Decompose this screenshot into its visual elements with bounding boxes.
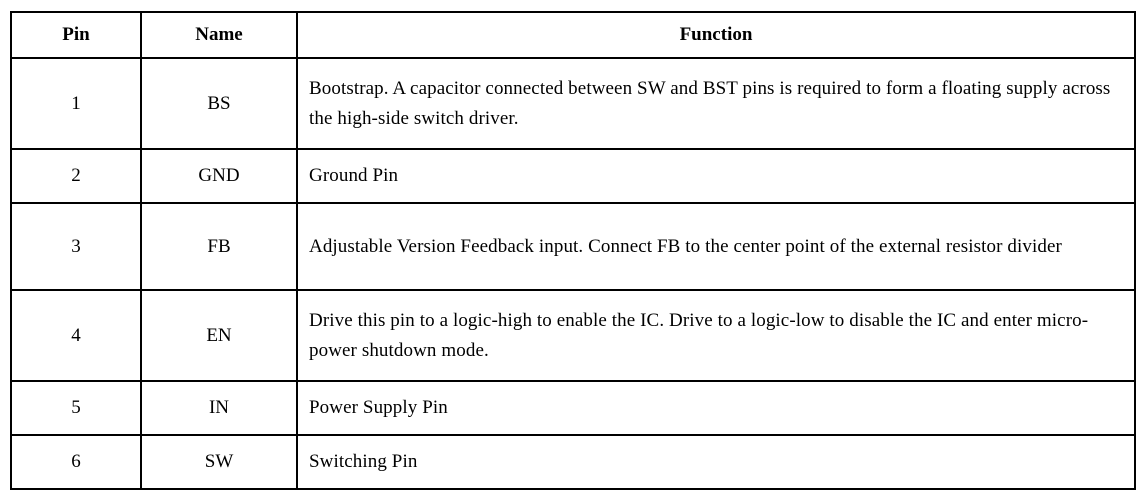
cell-function: Drive this pin to a logic-high to enable… [296,289,1136,382]
cell-function: Switching Pin [296,434,1136,490]
table-body: 1 BS Bootstrap. A capacitor connected be… [10,57,1136,490]
cell-name: EN [140,289,298,382]
cell-function: Bootstrap. A capacitor connected between… [296,57,1136,150]
cell-name: IN [140,380,298,436]
table-row: 1 BS Bootstrap. A capacitor connected be… [10,57,1136,150]
cell-name: GND [140,148,298,204]
column-header-function: Function [296,11,1136,59]
cell-pin: 1 [10,57,142,150]
cell-pin: 5 [10,380,142,436]
table-row: 5 IN Power Supply Pin [10,380,1136,436]
cell-function: Adjustable Version Feedback input. Conne… [296,202,1136,291]
document-page: Pin Name Function 1 BS Bootstrap. A capa… [10,11,1136,490]
cell-name: BS [140,57,298,150]
column-header-pin: Pin [10,11,142,59]
table-header-row: Pin Name Function [10,11,1136,59]
cell-name: FB [140,202,298,291]
table-header: Pin Name Function [10,11,1136,59]
cell-function: Ground Pin [296,148,1136,204]
table-row: 3 FB Adjustable Version Feedback input. … [10,202,1136,291]
table-row: 6 SW Switching Pin [10,434,1136,490]
cell-pin: 2 [10,148,142,204]
cell-pin: 3 [10,202,142,291]
cell-pin: 6 [10,434,142,490]
column-header-name: Name [140,11,298,59]
cell-name: SW [140,434,298,490]
pin-description-table: Pin Name Function 1 BS Bootstrap. A capa… [10,11,1136,490]
cell-pin: 4 [10,289,142,382]
table-row: 2 GND Ground Pin [10,148,1136,204]
cell-function: Power Supply Pin [296,380,1136,436]
table-row: 4 EN Drive this pin to a logic-high to e… [10,289,1136,382]
